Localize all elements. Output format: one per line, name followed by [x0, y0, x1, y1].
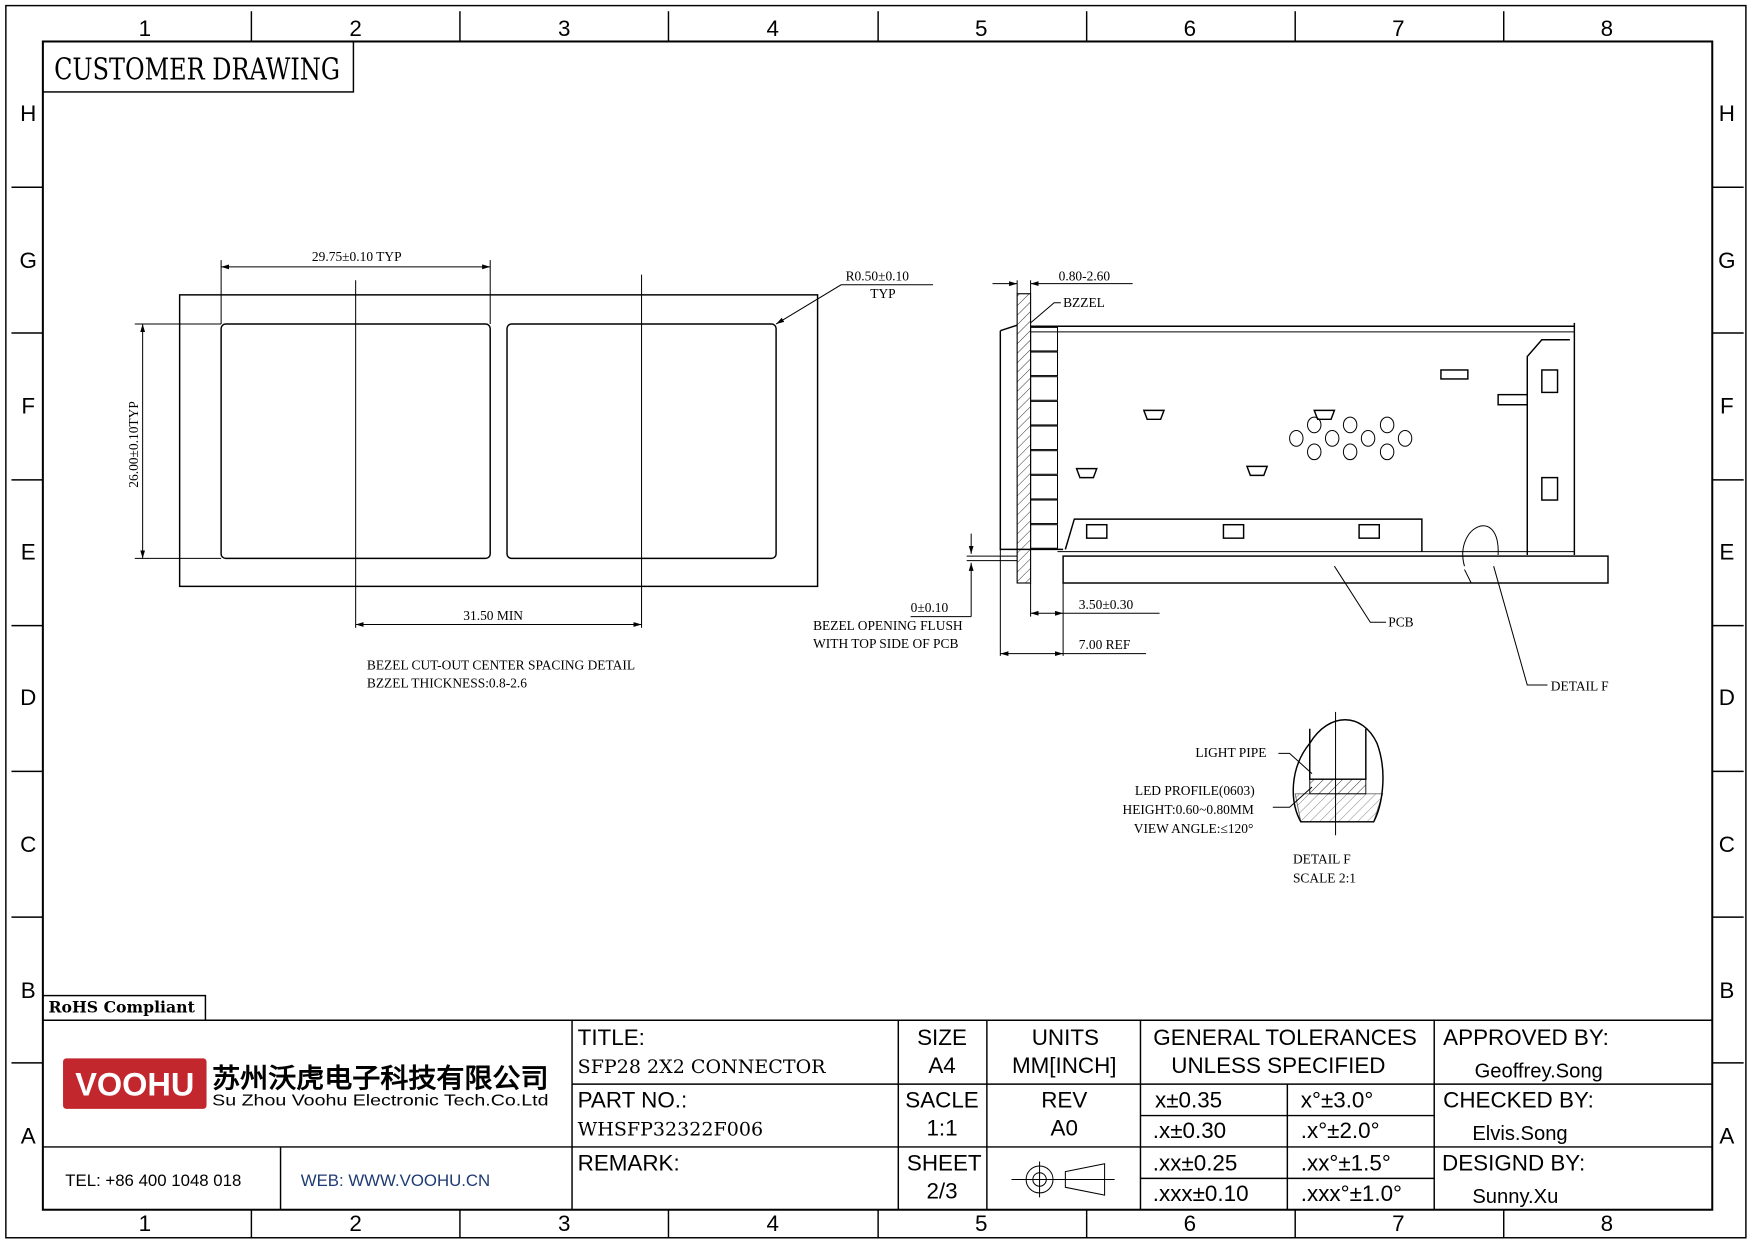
sheet-value: 2/3: [926, 1179, 957, 1204]
column-label: 6: [1184, 1211, 1196, 1236]
designed-by-value: Sunny.Xu: [1472, 1186, 1558, 1208]
row-label: F: [1720, 394, 1734, 419]
checked-by-value: Elvis.Song: [1472, 1123, 1567, 1145]
part-no-value: WHSFP32322F006: [578, 1119, 763, 1141]
row-label: F: [21, 394, 35, 419]
tolerance-angular: .x°±2.0°: [1301, 1118, 1380, 1143]
bezel-note: BEZEL CUT-OUT CENTER SPACING DETAIL: [367, 657, 635, 672]
bezel-thickness-note: BZZEL THICKNESS:0.8-2.6: [367, 675, 527, 690]
row-label: G: [20, 248, 37, 273]
sheet-label: SHEET: [907, 1150, 982, 1175]
column-label: 7: [1392, 16, 1404, 41]
units-label: UNITS: [1032, 1025, 1099, 1050]
scale-label: SACLE: [905, 1088, 978, 1113]
bezel-label: BZZEL: [1063, 295, 1105, 310]
led-view-angle-label: VIEW ANGLE:≤120°: [1134, 821, 1254, 836]
flush-note: BEZEL OPENING FLUSH: [813, 618, 963, 633]
approved-by-label: APPROVED BY:: [1443, 1025, 1609, 1050]
tolerance-angular: x°±3.0°: [1301, 1088, 1374, 1113]
dim-cutout-width: 29.75±0.10 TYP: [312, 249, 402, 264]
title-block: RoHS Compliant VOOHU 苏州沃虎电子科技有限公司 Su Zho…: [42, 994, 1713, 1210]
tolerance-linear: .xxx±0.10: [1153, 1181, 1249, 1206]
column-label: 1: [139, 16, 151, 41]
detail-f-title: DETAIL F: [1293, 851, 1351, 866]
led-height-label: HEIGHT:0.60~0.80MM: [1123, 802, 1254, 817]
dim-cutout-spacing: 31.50 MIN: [463, 608, 523, 623]
title-label: TITLE:: [578, 1025, 645, 1050]
row-label: D: [1719, 685, 1735, 710]
dim-cutout-height: 26.00±0.10TYP: [126, 401, 141, 488]
company-logo: VOOHU: [63, 1058, 207, 1109]
company-phone: TEL: +86 400 1048 018: [65, 1171, 241, 1190]
tolerance-linear: x±0.35: [1155, 1088, 1222, 1113]
dim-flush: 0±0.10: [911, 600, 949, 615]
column-label: 1: [139, 1211, 151, 1236]
tolerances-subheading: UNLESS SPECIFIED: [1171, 1053, 1385, 1078]
column-label: 2: [349, 16, 361, 41]
tolerances-heading: GENERAL TOLERANCES: [1153, 1025, 1417, 1050]
row-label: B: [1719, 978, 1734, 1003]
flush-note: WITH TOP SIDE OF PCB: [813, 636, 958, 651]
detail-f-scale: SCALE 2:1: [1293, 870, 1356, 885]
approved-by-value: Geoffrey.Song: [1475, 1060, 1603, 1082]
tolerance-linear: .x±0.30: [1153, 1118, 1226, 1143]
tolerance-angular: .xxx°±1.0°: [1301, 1181, 1402, 1206]
page-title: CUSTOMER DRAWING: [54, 53, 340, 88]
column-label: 4: [766, 1211, 778, 1236]
column-label: 6: [1184, 16, 1196, 41]
designed-by-label: DESIGND BY:: [1442, 1150, 1585, 1175]
tolerance-linear: .xx±0.25: [1153, 1150, 1238, 1175]
title-value: SFP28 2X2 CONNECTOR: [578, 1056, 827, 1078]
row-label: C: [1719, 832, 1735, 857]
checked-by-label: CHECKED BY:: [1443, 1088, 1594, 1113]
row-label: H: [20, 101, 36, 126]
rev-value: A0: [1051, 1116, 1078, 1141]
detail-f-callout: DETAIL F: [1551, 679, 1609, 694]
column-label: 4: [766, 16, 778, 41]
row-label: H: [1719, 101, 1735, 126]
part-no-label: PART NO.:: [578, 1088, 688, 1113]
units-value: MM[INCH]: [1012, 1053, 1117, 1078]
tolerance-angular: .xx°±1.5°: [1301, 1150, 1391, 1175]
column-label: 8: [1601, 16, 1613, 41]
column-label: 7: [1392, 1211, 1404, 1236]
row-label: G: [1718, 248, 1735, 273]
remark-label: REMARK:: [578, 1150, 680, 1175]
scale-value: 1:1: [926, 1116, 957, 1141]
connector-side-view: 0.80-2.60 BZZEL 0±0.10 BEZEL OPENING FLU…: [813, 268, 1609, 694]
row-label: A: [21, 1124, 36, 1149]
row-label: C: [20, 832, 36, 857]
detail-f-view: LIGHT PIPE LED PROFILE(0603) HEIGHT:0.60…: [1123, 711, 1384, 885]
column-label: 2: [349, 1211, 361, 1236]
rev-label: REV: [1041, 1088, 1087, 1113]
bezel-cutout-view: 29.75±0.10 TYP 26.00±0.10TYP 31.50 MIN R…: [126, 249, 934, 690]
company-website[interactable]: WEB: WWW.VOOHU.CN: [301, 1171, 490, 1190]
row-label: E: [1719, 539, 1734, 564]
company-name-en: Su Zhou Voohu Electronic Tech.Co.Ltd: [212, 1092, 548, 1109]
light-pipe-label: LIGHT PIPE: [1195, 745, 1266, 760]
dim-corner-radius-typ: TYP: [870, 286, 895, 301]
row-label: B: [21, 978, 36, 1003]
pcb-label: PCB: [1388, 615, 1413, 630]
third-angle-projection-icon: [1011, 1161, 1115, 1198]
dim-corner-radius: R0.50±0.10: [846, 268, 910, 283]
column-label: 5: [975, 1211, 987, 1236]
row-label: E: [21, 539, 36, 564]
dim-reference: 7.00 REF: [1079, 637, 1131, 652]
column-label: 3: [558, 16, 570, 41]
size-value: A4: [928, 1053, 955, 1078]
column-label: 8: [1601, 1211, 1613, 1236]
row-label: A: [1719, 1124, 1734, 1149]
rohs-badge: RoHS Compliant: [48, 997, 195, 1016]
logo-text: VOOHU: [75, 1066, 194, 1102]
sheet-frame: 1 2 3 4 5 6 7 8 1 2 3 4 5 6 7 8 H G F E …: [5, 4, 1747, 1239]
dim-offset: 3.50±0.30: [1079, 597, 1134, 612]
size-label: SIZE: [917, 1025, 967, 1050]
dim-bezel-thickness: 0.80-2.60: [1059, 268, 1111, 283]
company-name-cn: 苏州沃虎电子科技有限公司: [212, 1064, 548, 1094]
led-profile-label: LED PROFILE(0603): [1135, 783, 1255, 798]
column-label: 3: [558, 1211, 570, 1236]
row-label: D: [20, 685, 36, 710]
column-label: 5: [975, 16, 987, 41]
